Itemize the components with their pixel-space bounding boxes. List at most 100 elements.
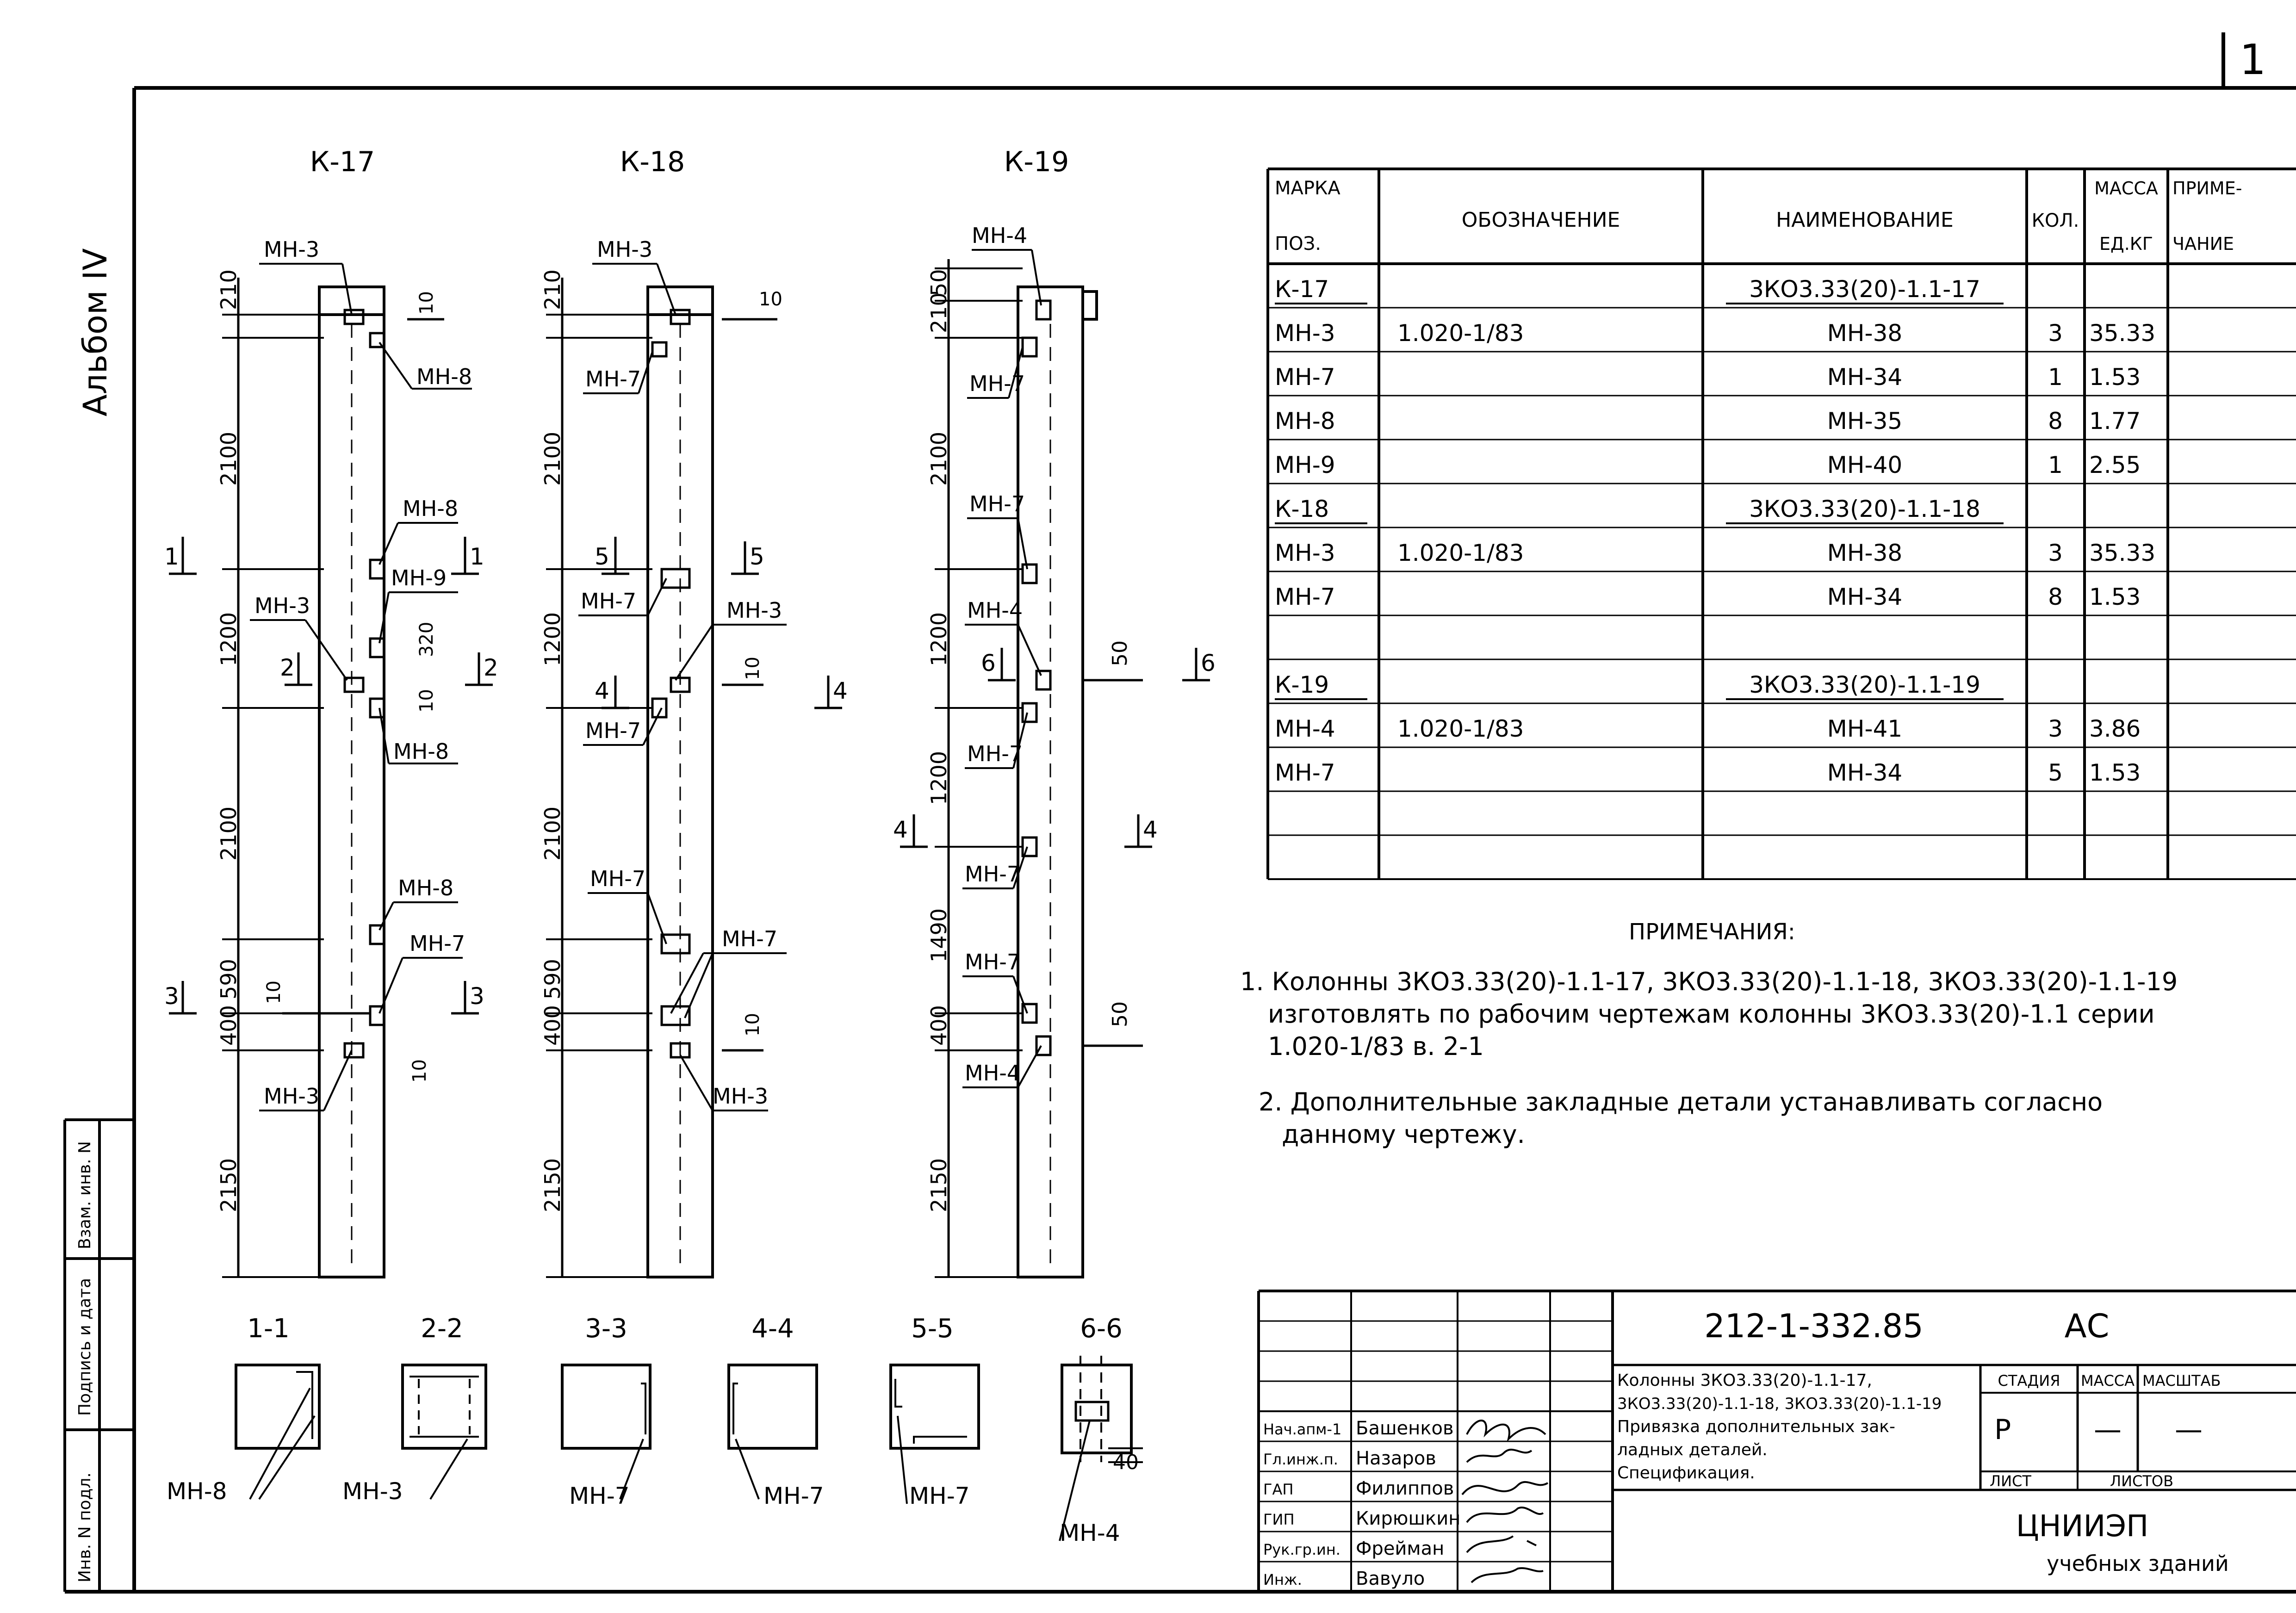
dim-210: 210 xyxy=(926,292,951,333)
part-label: МН-4 xyxy=(967,598,1023,623)
part-label: МН-7 xyxy=(967,741,1023,766)
row-pos: МН-4 xyxy=(1275,715,1335,742)
dim-10-top: 10 xyxy=(416,291,437,315)
mass-value: — xyxy=(2094,1414,2122,1446)
row-qty: 8 xyxy=(2048,583,2063,610)
part-label: МН-3 xyxy=(264,237,319,262)
signatures xyxy=(1461,1420,1549,1583)
note-2-line-2: данному чертежу. xyxy=(1282,1120,1525,1149)
dim-2100-b: 2100 xyxy=(540,806,565,861)
title-desc-2: 3КО3.33(20)-1.1-18, 3КО3.33(20)-1.1-19 xyxy=(1617,1395,1942,1413)
dim-210: 210 xyxy=(540,269,565,310)
cut-label: 5 xyxy=(595,543,609,570)
org-name-2: учебных зданий xyxy=(2047,1551,2229,1576)
row-name: 3КО3.33(20)-1.1-19 xyxy=(1749,671,1980,698)
header-note-a: ПРИМЕ- xyxy=(2172,178,2242,199)
row-name: МН-41 xyxy=(1827,715,1902,742)
section-title: 6-6 xyxy=(1080,1314,1122,1344)
row-name: МН-34 xyxy=(1827,583,1902,610)
dim-2100-b: 2100 xyxy=(216,806,241,861)
row-name: МН-35 xyxy=(1827,408,1902,434)
dim-2100: 2100 xyxy=(540,432,565,486)
row-mass: 35.33 xyxy=(2089,320,2155,347)
stamp-inv-number: Инв. N подл. xyxy=(75,1472,94,1582)
row-mass: 1.53 xyxy=(2089,759,2141,786)
row-pos: К-19 xyxy=(1275,671,1329,698)
dim-2100: 2100 xyxy=(216,432,241,486)
row-qty: 3 xyxy=(2048,320,2063,347)
part-label: МН-7 xyxy=(585,366,641,391)
sheets-label: ЛИСТОВ xyxy=(2110,1472,2173,1490)
stage-value: Р xyxy=(1994,1414,2011,1446)
staff-role: Гл.инж.п. xyxy=(1263,1451,1338,1468)
cut-marks xyxy=(169,537,1210,1015)
drawing-code: 212-1-332.85 xyxy=(1704,1307,1924,1345)
cut-label: 1 xyxy=(470,543,484,570)
dim-10-mid: 10 xyxy=(742,657,763,680)
row-name: МН-34 xyxy=(1827,759,1902,786)
part-label: МН-7 xyxy=(965,949,1020,974)
spec-table-grid xyxy=(1266,168,2296,880)
dim-400: 400 xyxy=(926,1005,951,1046)
cut-label: 3 xyxy=(164,983,179,1010)
row-pos: МН-7 xyxy=(1275,583,1335,610)
dim-50-low: 50 xyxy=(1108,1001,1132,1027)
section-part-label: МН-8 xyxy=(167,1478,227,1505)
row-qty: 1 xyxy=(2048,452,2063,478)
section-part-label: МН-7 xyxy=(763,1483,824,1509)
staff-role: Рук.гр.ин. xyxy=(1263,1541,1340,1558)
title-desc-5: Спецификация. xyxy=(1617,1464,1755,1483)
staff-name: Фрейман xyxy=(1356,1538,1444,1559)
cut-label: 4 xyxy=(1143,816,1158,843)
dim-10-low: 10 xyxy=(263,980,285,1004)
part-label: МН-3 xyxy=(726,598,782,623)
column-k18: К-18 210 2100 1200 2100 590 400 2150 10 … xyxy=(540,146,787,1278)
dim-2150: 2150 xyxy=(926,1158,951,1212)
section-title: 3-3 xyxy=(585,1314,627,1344)
staff-name: Башенков xyxy=(1356,1418,1454,1439)
staff-role: ГАП xyxy=(1263,1481,1293,1498)
sheet-frame xyxy=(63,32,2296,1594)
row-mass: 3.86 xyxy=(2089,715,2141,742)
row-designation: 1.020-1/83 xyxy=(1397,540,1524,566)
section-part-label: МН-7 xyxy=(569,1483,630,1509)
row-pos: К-18 xyxy=(1275,496,1329,522)
header-mark: МАРКА xyxy=(1275,178,1340,199)
mass-label: МАССА xyxy=(2081,1372,2135,1390)
part-label: МН-3 xyxy=(254,593,310,618)
staff-role: Нач.апм-1 xyxy=(1263,1421,1341,1438)
part-label: МН-7 xyxy=(590,866,645,891)
section-part-label: МН-7 xyxy=(909,1483,970,1509)
dim-320: 320 xyxy=(416,622,437,657)
column-k19: К-19 50 210 2100 1200 1200 1490 400 2150… xyxy=(926,146,1143,1278)
part-label: МН-7 xyxy=(965,862,1020,887)
part-label: МН-4 xyxy=(965,1061,1020,1086)
dim-210: 210 xyxy=(216,269,241,310)
part-label: МН-3 xyxy=(597,237,652,262)
dim-50-mid: 50 xyxy=(1108,640,1132,666)
staff-name: Филиппов xyxy=(1356,1478,1454,1499)
dim-1200-b: 1200 xyxy=(926,751,951,805)
dim-1200: 1200 xyxy=(540,612,565,666)
section-title: 1-1 xyxy=(247,1314,289,1344)
cut-label: 5 xyxy=(750,543,764,570)
dim-2150: 2150 xyxy=(540,1158,565,1212)
dim-10-top: 10 xyxy=(759,289,782,310)
section-part-label: МН-4 xyxy=(1060,1520,1120,1546)
notes: ПРИМЕЧАНИЯ: 1. Колонны 3КО3.33(20)-1.1-1… xyxy=(1240,919,2178,1149)
dim-2150: 2150 xyxy=(216,1158,241,1212)
row-mass: 1.77 xyxy=(2089,408,2141,434)
header-designation: ОБОЗНАЧЕНИЕ xyxy=(1462,208,1620,232)
dim-590: 590 xyxy=(216,959,241,999)
column-title: К-17 xyxy=(310,146,375,178)
title-desc-1: Колонны 3КО3.33(20)-1.1-17, xyxy=(1617,1371,1872,1390)
row-name: МН-34 xyxy=(1827,364,1902,391)
dim-400: 400 xyxy=(540,1005,565,1046)
row-qty: 3 xyxy=(2048,715,2063,742)
title-desc-4: ладных деталей. xyxy=(1617,1440,1768,1459)
side-stamp: Инв. N подл. Подпись и дата Взам. инв. N xyxy=(75,1141,94,1582)
section-title: 5-5 xyxy=(911,1314,953,1344)
header-mass: МАССА xyxy=(2094,178,2158,199)
cut-label: 1 xyxy=(164,543,179,570)
